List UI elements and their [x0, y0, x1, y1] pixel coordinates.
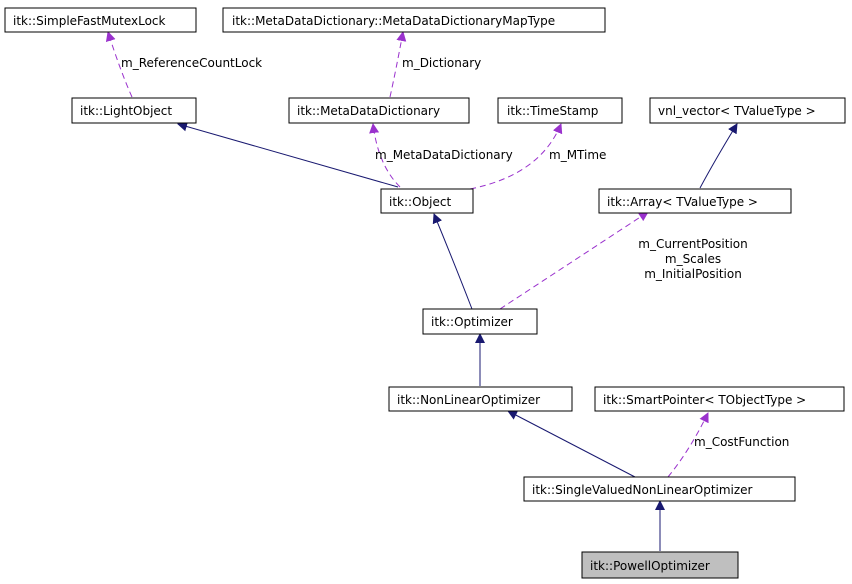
node-label: itk::MetaDataDictionary::MetaDataDiction…	[232, 14, 555, 28]
label-initial-position: m_InitialPosition	[644, 267, 742, 281]
label-cost-function: m_CostFunction	[694, 435, 789, 449]
edge-singlevalued-to-nonlinear	[507, 410, 636, 478]
node-label: itk::LightObject	[80, 104, 172, 118]
edge-object-uses-timestamp	[469, 123, 563, 190]
label-mtime: m_MTime	[549, 148, 606, 162]
usage-edges	[105, 31, 709, 478]
node-label: itk::MetaDataDictionary	[297, 104, 440, 118]
node-label: itk::SingleValuedNonLinearOptimizer	[532, 483, 753, 497]
node-vnl-vector[interactable]: vnl_vector< TValueType >	[649, 97, 846, 124]
label-meta-data-dictionary: m_MetaDataDictionary	[375, 148, 513, 162]
node-light-object[interactable]: itk::LightObject	[71, 97, 197, 124]
edge-labels: m_ReferenceCountLock m_Dictionary m_Meta…	[121, 56, 789, 449]
node-simple-fast-mutex-lock[interactable]: itk::SimpleFastMutexLock	[4, 7, 197, 33]
edge-array-to-vnl-vector	[699, 123, 738, 189]
edge-optimizer-to-object	[432, 213, 473, 310]
node-non-linear-optimizer[interactable]: itk::NonLinearOptimizer	[388, 386, 573, 412]
node-meta-data-dictionary-map-type[interactable]: itk::MetaDataDictionary::MetaDataDiction…	[222, 7, 606, 33]
label-dictionary: m_Dictionary	[402, 56, 481, 70]
node-label: itk::Object	[389, 195, 451, 209]
edge-optimizer-uses-array	[499, 211, 649, 310]
node-array[interactable]: itk::Array< TValueType >	[598, 188, 792, 214]
node-label: itk::PowellOptimizer	[590, 559, 710, 573]
node-time-stamp[interactable]: itk::TimeStamp	[497, 97, 623, 124]
node-optimizer[interactable]: itk::Optimizer	[422, 308, 538, 335]
node-label: itk::SimpleFastMutexLock	[13, 14, 166, 28]
node-smart-pointer[interactable]: itk::SmartPointer< TObjectType >	[594, 386, 845, 412]
edge-metadatadictionary-uses-maptype	[389, 31, 407, 98]
node-single-valued-non-linear-optimizer[interactable]: itk::SingleValuedNonLinearOptimizer	[523, 476, 796, 502]
edge-lightobject-uses-mutexlock	[105, 31, 133, 98]
inheritance-edges	[177, 121, 738, 551]
node-label: itk::TimeStamp	[507, 104, 598, 118]
edge-object-to-lightobject	[177, 121, 399, 188]
node-object[interactable]: itk::Object	[380, 188, 474, 214]
node-label: vnl_vector< TValueType >	[658, 104, 816, 118]
edge-object-uses-metadatadictionary	[369, 123, 401, 188]
label-current-position: m_CurrentPosition	[638, 237, 747, 251]
label-scales: m_Scales	[665, 252, 721, 266]
node-label: itk::Optimizer	[431, 315, 513, 329]
label-reference-count-lock: m_ReferenceCountLock	[121, 56, 262, 70]
node-label: itk::NonLinearOptimizer	[397, 393, 540, 407]
node-meta-data-dictionary[interactable]: itk::MetaDataDictionary	[288, 97, 470, 124]
node-powell-optimizer[interactable]: itk::PowellOptimizer	[581, 551, 739, 579]
node-label: itk::SmartPointer< TObjectType >	[603, 393, 806, 407]
node-label: itk::Array< TValueType >	[607, 195, 758, 209]
